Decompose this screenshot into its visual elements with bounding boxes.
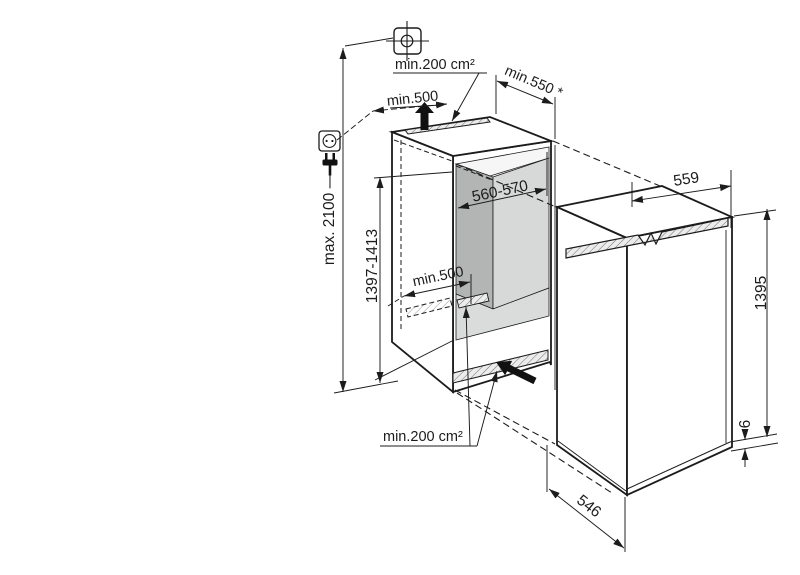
dimension-top-vent-width	[336, 101, 448, 141]
dimension-top-vent-area	[393, 72, 487, 122]
hidden-edges	[393, 139, 493, 332]
top-vent-width-label: min.500	[386, 88, 439, 109]
dimension-base-vent-area	[380, 306, 498, 447]
dimension-base-vent-width	[387, 274, 472, 307]
dimension-appliance-depth	[546, 445, 626, 552]
dimension-door-gap	[730, 429, 779, 467]
dimension-appliance-height	[729, 209, 778, 443]
top-vent-area-label: min.200 cm²	[395, 57, 475, 73]
junction-box-icon	[386, 21, 429, 61]
dimension-niche-height	[373, 171, 455, 383]
max-ceiling-label: max. 2100 —	[321, 172, 338, 265]
dimensions	[333, 37, 779, 552]
top-vent-width-underline	[389, 104, 442, 109]
appliance-depth-label: 546	[573, 492, 604, 521]
niche-cabinet	[388, 116, 556, 394]
floor-vent-slot	[456, 292, 490, 309]
appliance	[554, 185, 735, 497]
dimension-appliance-width	[631, 170, 732, 228]
door-gap-label: 6	[737, 420, 754, 429]
dimension-max-ceiling	[333, 37, 399, 394]
dimension-niche-width	[457, 152, 548, 210]
base-vent-area-label: min.200 cm²	[383, 429, 463, 445]
niche-height-label: 1397-1413	[364, 229, 381, 303]
socket-outlet-icon	[318, 130, 341, 152]
vent-grille	[565, 217, 729, 259]
appliance-height-label: 1395	[753, 276, 770, 310]
air-in-arrow	[496, 360, 537, 385]
door-bottom-line	[626, 441, 731, 490]
niche-floor	[455, 287, 550, 341]
appliance-front-face	[626, 215, 733, 497]
appliance-width-label: 559	[672, 169, 700, 190]
mains-plug-icon	[322, 153, 338, 176]
dimension-installation-depth	[495, 75, 556, 139]
base-bottom-line	[557, 440, 627, 492]
